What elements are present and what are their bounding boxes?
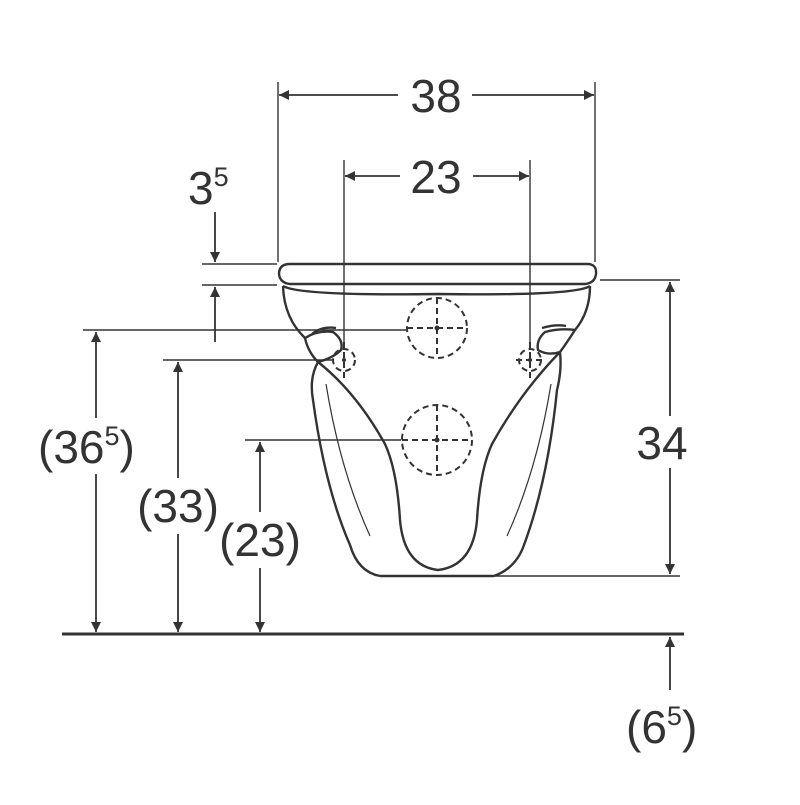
dim-floor-gap: (65) [626, 701, 697, 753]
dim-bowl-height: 34 [636, 417, 687, 469]
toilet-outline [277, 262, 598, 578]
dim-fixing-spacing: 23 [410, 151, 461, 203]
dim-top-width: 38 [410, 70, 461, 122]
ear-left [304, 330, 343, 364]
fixing-holes [332, 297, 544, 476]
inner-cutout [317, 351, 561, 572]
seat-rim [277, 262, 598, 286]
bowl-right-outer [493, 285, 592, 578]
dim-rim-thickness: 35 [188, 162, 229, 214]
extension-lines [83, 82, 680, 577]
left-fixing-circle [332, 348, 356, 372]
dim-outlet-height: (23) [219, 514, 301, 566]
dim-rim-height: (365) [38, 421, 135, 473]
dimension-lines [91, 90, 675, 690]
rim-underside [282, 284, 591, 296]
hole-centres [342, 325, 532, 443]
dim-fixing-height: (33) [137, 480, 219, 532]
bowl-left-outer [281, 285, 381, 578]
ear-right [536, 328, 576, 355]
